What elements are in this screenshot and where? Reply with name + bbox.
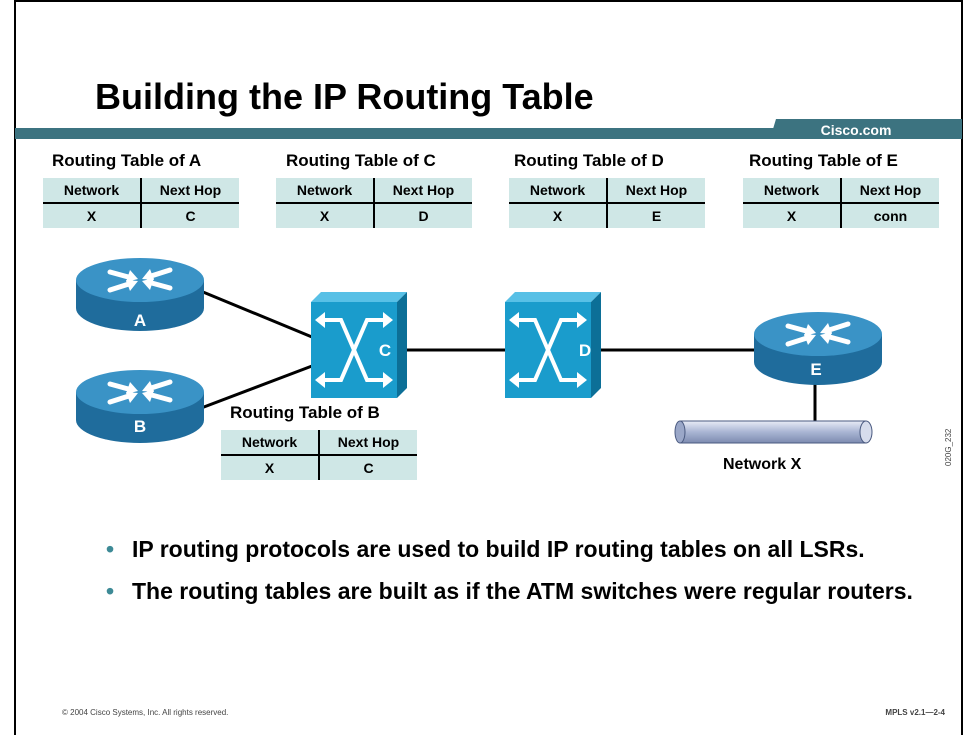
cell-network: X: [509, 203, 608, 228]
bullet-dot-icon: •: [106, 536, 115, 562]
cell-next-hop: D: [418, 208, 429, 224]
cell-next-hop: E: [651, 208, 662, 224]
cell-network: X: [743, 203, 842, 228]
cell-network: X: [221, 455, 320, 480]
link-a-c: [202, 290, 313, 339]
table-a-title: Routing Table of A: [52, 151, 202, 170]
table-d-title: Routing Table of D: [514, 151, 664, 170]
network-x-pipe: [674, 420, 873, 444]
header-next-hop: Next Hop: [607, 178, 705, 204]
table-b-title: Routing Table of B: [230, 403, 380, 422]
brand-label: Cisco.com: [820, 122, 892, 138]
bullet-text: The routing tables are built as if the A…: [132, 578, 913, 604]
header-next-hop: Next Hop: [319, 430, 417, 456]
header-network: Network: [43, 178, 142, 204]
copyright: © 2004 Cisco Systems, Inc. All rights re…: [62, 708, 229, 717]
switch-c-label: C: [379, 341, 391, 360]
course-version: MPLS v2.1—2-4: [885, 708, 945, 717]
router-e: E: [754, 312, 882, 385]
cell-next-hop: C: [363, 460, 374, 476]
link-b-c: [195, 364, 313, 412]
atm-switch-d: D: [505, 292, 601, 398]
cell-next-hop: conn: [873, 208, 908, 224]
header-network: Network: [276, 178, 375, 204]
header-next-hop: Next Hop: [841, 178, 939, 204]
cell-network: X: [43, 203, 142, 228]
atm-switch-c: C: [311, 292, 407, 398]
table-e-title: Routing Table of E: [749, 151, 898, 170]
cell-next-hop: C: [185, 208, 196, 224]
header-network: Network: [509, 178, 608, 204]
router-a-label: A: [134, 311, 146, 330]
bullet-list: • IP routing protocols are used to build…: [106, 534, 926, 618]
brand-tab: [770, 119, 962, 139]
bullet-dot-icon: •: [106, 578, 115, 604]
router-b: B: [76, 370, 204, 443]
router-a: A: [76, 258, 204, 331]
page-title: Building the IP Routing Table: [95, 76, 594, 117]
bullet-item: • IP routing protocols are used to build…: [106, 534, 926, 565]
cell-network: X: [276, 203, 375, 228]
router-b-label: B: [134, 417, 146, 436]
network-x-label: Network X: [723, 456, 802, 473]
links: [195, 290, 817, 422]
header-band: [15, 128, 962, 139]
header-network: Network: [743, 178, 842, 204]
bullet-item: • The routing tables are built as if the…: [106, 576, 926, 607]
header-network: Network: [221, 430, 320, 456]
router-e-label: E: [810, 360, 821, 379]
switch-d-label: D: [579, 341, 591, 360]
header-next-hop: Next Hop: [374, 178, 472, 204]
header-next-hop: Next Hop: [141, 178, 239, 204]
table-c-title: Routing Table of C: [286, 151, 436, 170]
bullet-text: IP routing protocols are used to build I…: [132, 536, 865, 562]
slide-id: 020G_232: [944, 428, 953, 466]
